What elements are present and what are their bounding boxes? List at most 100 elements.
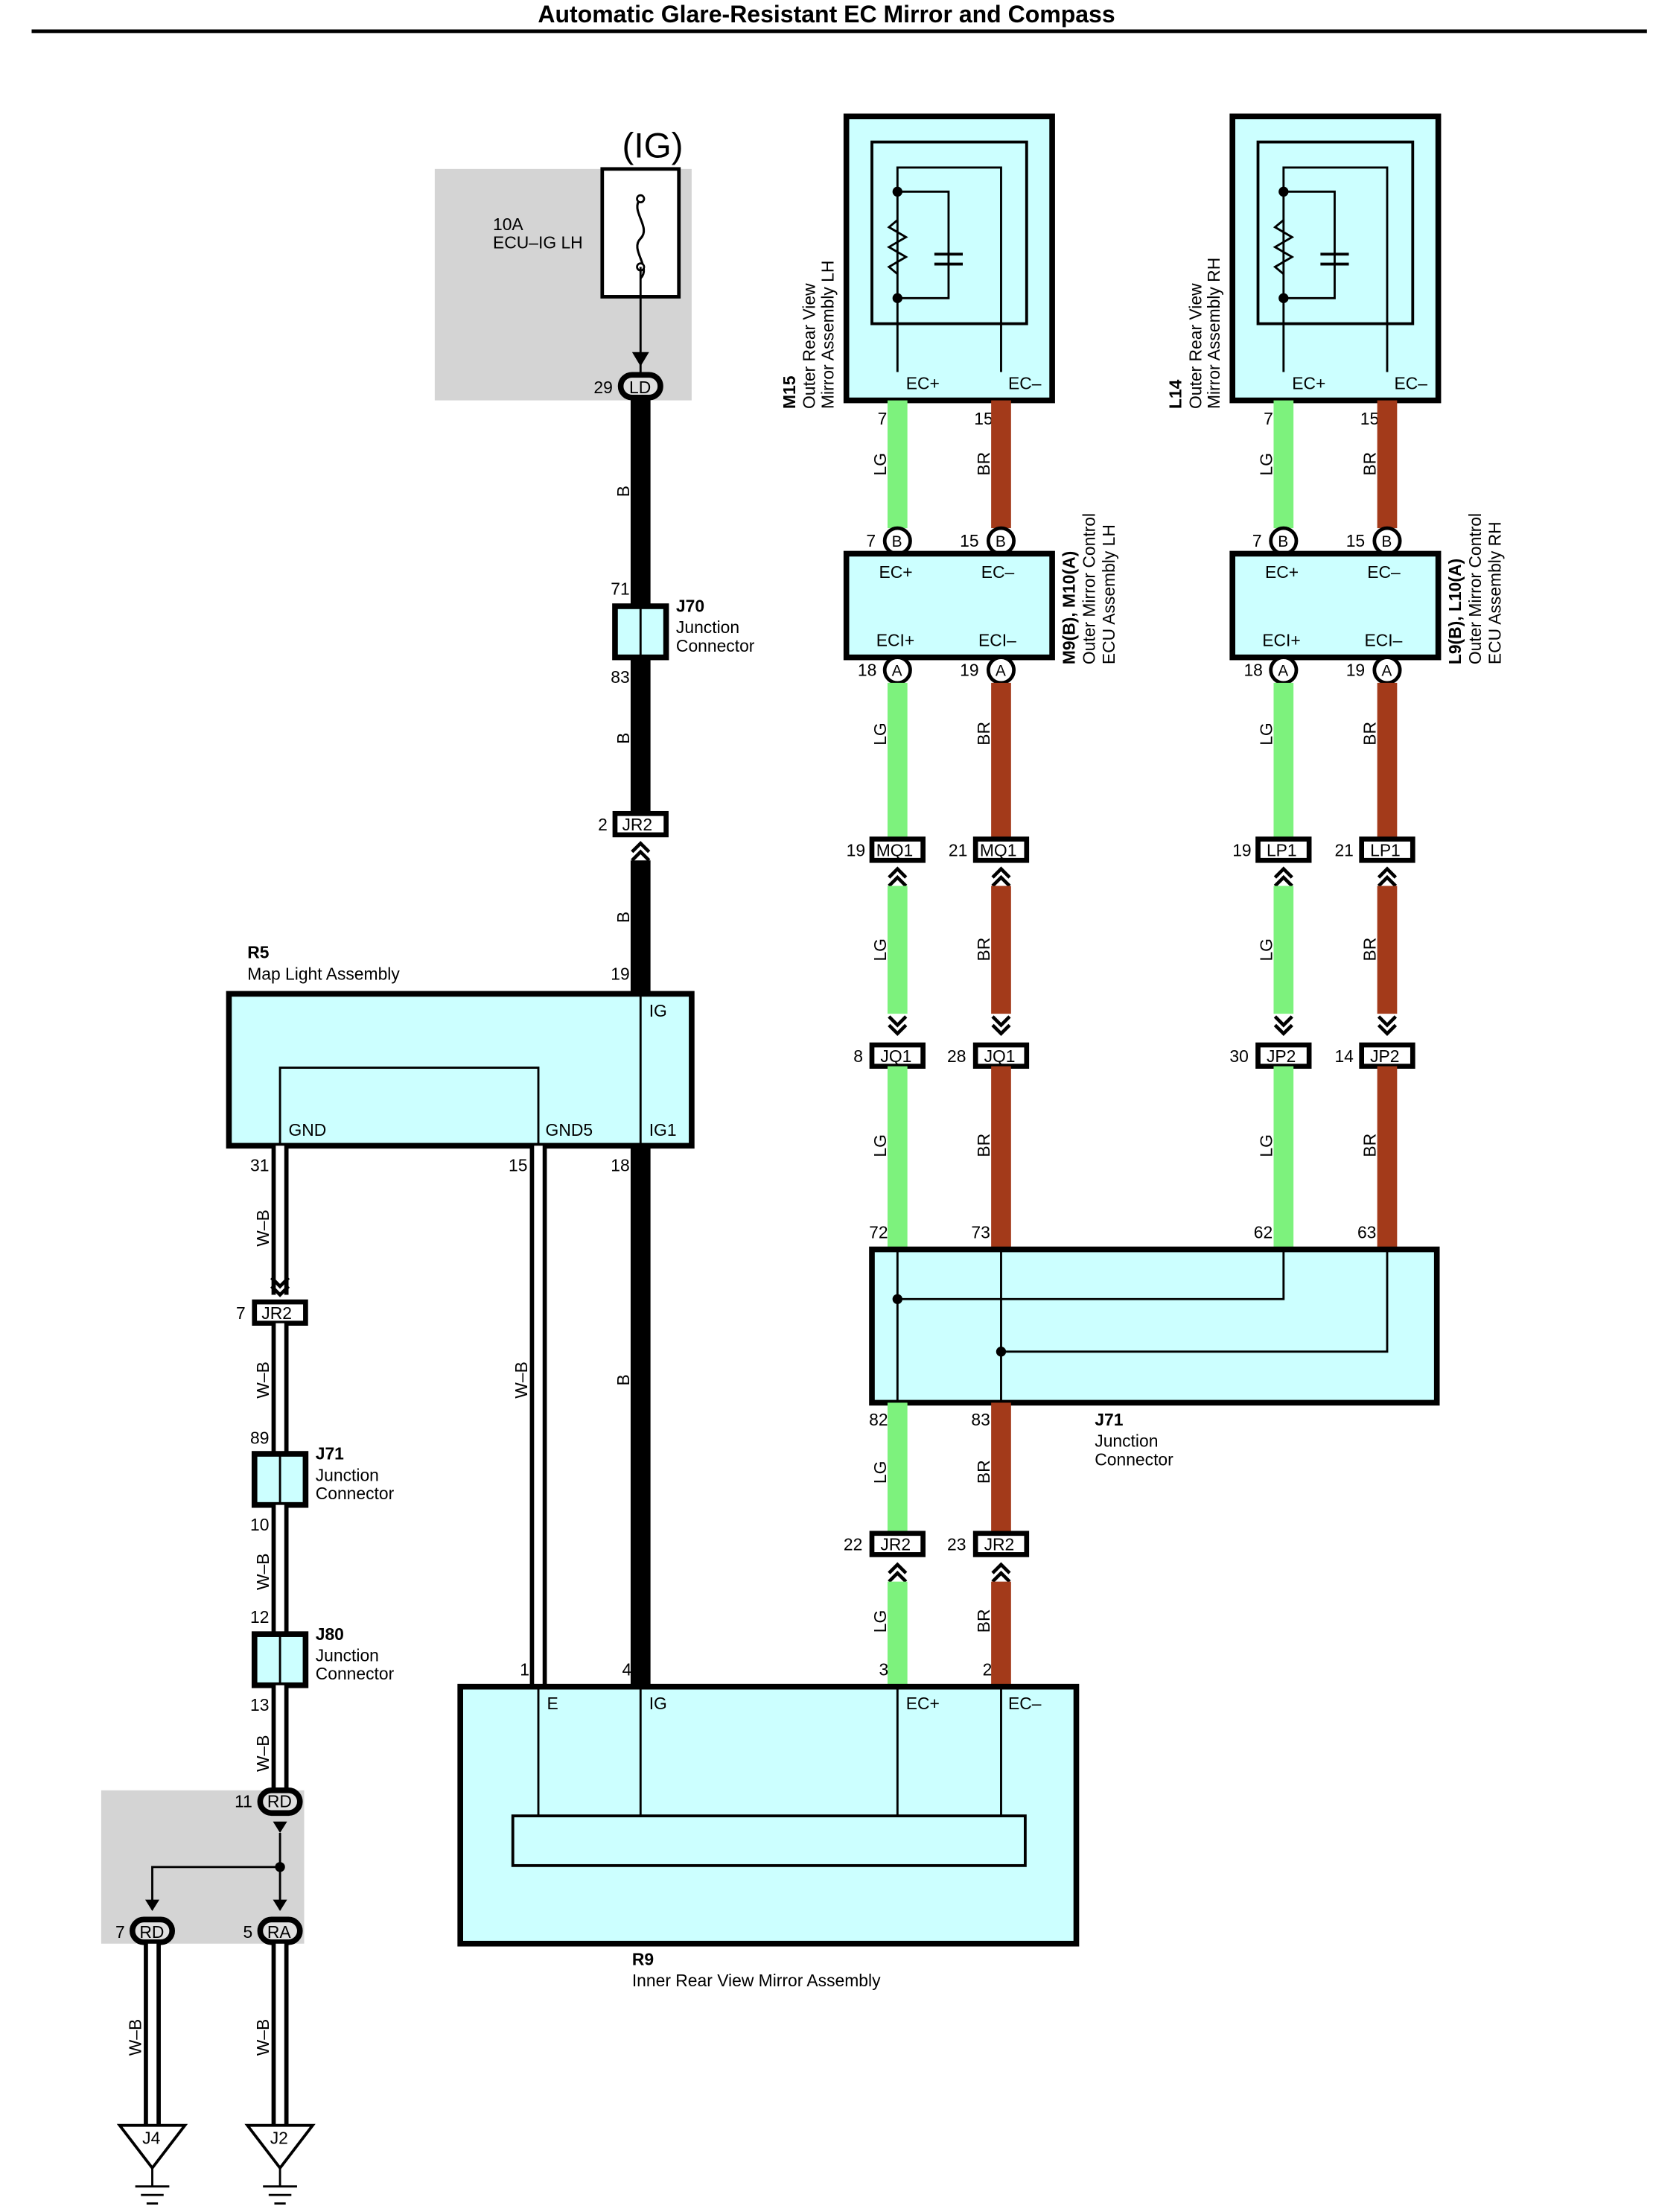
l14-line1: Outer Rear View <box>1185 283 1205 409</box>
rd-bottom-connector <box>130 1916 176 1945</box>
br-label-rh-2: BR <box>1360 722 1380 746</box>
r5-pin-ig1: 18 <box>611 1156 629 1175</box>
m9-ec-plus: EC+ <box>879 562 913 582</box>
j71r-code: J71 <box>1095 1410 1123 1429</box>
l14-inner-lines <box>1282 166 1389 372</box>
wb-label-1: W–B <box>253 1210 273 1247</box>
l9-con-b1-label: B <box>1278 533 1288 550</box>
l14-node-1 <box>1278 186 1289 197</box>
mq1-connector-2 <box>972 836 1030 863</box>
m9-ec-minus: EC– <box>981 562 1015 582</box>
m9-con-a1-label: A <box>892 662 902 679</box>
jp2-chevron-2-icon <box>1379 1017 1396 1034</box>
j71r-line-62 <box>897 1249 1285 1300</box>
jr2-bottom-label-2: JR2 <box>984 1535 1015 1554</box>
br-label-lh-2: BR <box>974 722 993 746</box>
m15-cap-loop <box>897 190 950 299</box>
l9-eci-plus: ECI+ <box>1262 630 1300 649</box>
jr2-bottom-pin1: 22 <box>844 1535 862 1554</box>
jr2-top-label: JR2 <box>622 815 652 834</box>
l14-node-2 <box>1278 293 1289 303</box>
lp1-pin2: 21 <box>1334 840 1353 859</box>
m15-line1: Outer Rear View <box>800 283 819 409</box>
lg-label-5: LG <box>870 1461 890 1484</box>
rd-top-arrow-icon <box>273 1821 287 1834</box>
wb-label-j4: W–B <box>125 2019 144 2056</box>
diagram-title: Automatic Glare-Resistant EC Mirror and … <box>538 1 1115 28</box>
j80-line1: Junction <box>316 1645 379 1665</box>
wb-label-2: W–B <box>253 1361 273 1399</box>
ra-pin: 5 <box>243 1922 253 1942</box>
m15-inner-lines <box>896 166 1002 372</box>
r9-pin-e: 1 <box>520 1659 529 1679</box>
br-label-rh-1: BR <box>1360 452 1380 476</box>
r9-internal-module <box>511 1814 1027 1867</box>
l14-element-frame <box>1256 140 1415 325</box>
lg-label-rh-1: LG <box>1257 453 1276 476</box>
l14-cap-loop <box>1283 190 1336 299</box>
jp2-chevron-1-icon <box>1275 1017 1292 1034</box>
br-label-5: BR <box>974 1460 993 1484</box>
mq1-connector-1 <box>869 836 926 863</box>
m15-line2: Mirror Assembly LH <box>818 261 838 409</box>
j71r-pin73: 73 <box>971 1222 990 1242</box>
b-wire-label-3: B <box>614 912 633 923</box>
ground-j2-label: J2 <box>270 2128 288 2147</box>
jr2-bottom-chevron-1-icon <box>889 1565 906 1582</box>
ra-connector <box>257 1916 303 1945</box>
r5-ig1-text: IG1 <box>649 1120 677 1140</box>
m15-node-2 <box>892 293 902 303</box>
m9-pin-b1: 7 <box>866 531 876 550</box>
m9-line2: ECU Assembly LH <box>1099 524 1118 664</box>
r9-pin-ec-plus: 3 <box>879 1659 889 1679</box>
j71l-line2: Connector <box>316 1484 395 1503</box>
fuse-name: ECU–IG LH <box>493 233 583 252</box>
r9-code: R9 <box>632 1949 654 1968</box>
r5-pin-gnd5: 15 <box>509 1156 527 1175</box>
mq1-chevron-2-icon <box>993 869 1010 886</box>
r5-box <box>226 991 695 1149</box>
j71l-code: J71 <box>316 1444 344 1463</box>
m9-box <box>843 550 1055 661</box>
jp2-pin1: 30 <box>1229 1046 1248 1066</box>
r5-code: R5 <box>247 943 270 962</box>
l9-code: L9(B), L10(A) <box>1445 559 1465 664</box>
jr2-top-connector <box>612 810 669 838</box>
m9-con-b1-label: B <box>892 533 902 550</box>
rd-bottom-pin: 7 <box>115 1922 125 1942</box>
r5-ig-text: IG <box>649 1001 667 1020</box>
lg-label-rh-3: LG <box>1257 938 1276 961</box>
lg-label-rh-4: LG <box>1257 1134 1276 1157</box>
lg-label-lh-4: LG <box>870 1134 890 1157</box>
m9-eci-minus: ECI– <box>978 630 1016 649</box>
r9-ec-plus-text: EC+ <box>906 1694 940 1713</box>
jr2-left-connector <box>252 1299 308 1326</box>
j71r-line-63 <box>1001 1249 1389 1353</box>
fuse-arrow-icon <box>631 352 649 366</box>
m15-node-1 <box>892 186 902 197</box>
j71l-line1: Junction <box>316 1465 379 1484</box>
rd-bottom-label: RD <box>139 1922 164 1942</box>
jr2-left-label: JR2 <box>261 1303 292 1323</box>
l9-pin-b1: 7 <box>1252 531 1262 550</box>
wb-label-j2: W–B <box>253 2019 273 2056</box>
lg-label-rh-2: LG <box>1257 722 1276 746</box>
rd-top-label: RD <box>267 1792 292 1811</box>
jr2-left-pin: 7 <box>236 1303 246 1323</box>
jr2-bottom-chevron-2-icon <box>993 1565 1010 1582</box>
rd-bottom-arrow-icon <box>144 1899 160 1911</box>
br-label-6: BR <box>974 1609 993 1633</box>
j71r-node-br <box>996 1347 1007 1357</box>
ld-pin: 29 <box>593 378 612 397</box>
m15-ec-plus: EC+ <box>906 373 940 392</box>
j71r-pin62: 62 <box>1254 1222 1273 1242</box>
lg-label-lh-3: LG <box>870 938 890 961</box>
b-wire-label-1: B <box>614 486 633 497</box>
l9-box <box>1229 550 1442 661</box>
l14-ec-minus: EC– <box>1395 373 1428 392</box>
jq1-label-2: JQ1 <box>984 1046 1016 1066</box>
m15-element-frame <box>870 140 1028 325</box>
l9-pin-a2: 19 <box>1346 660 1365 679</box>
l14-resistor-icon <box>1273 219 1295 276</box>
